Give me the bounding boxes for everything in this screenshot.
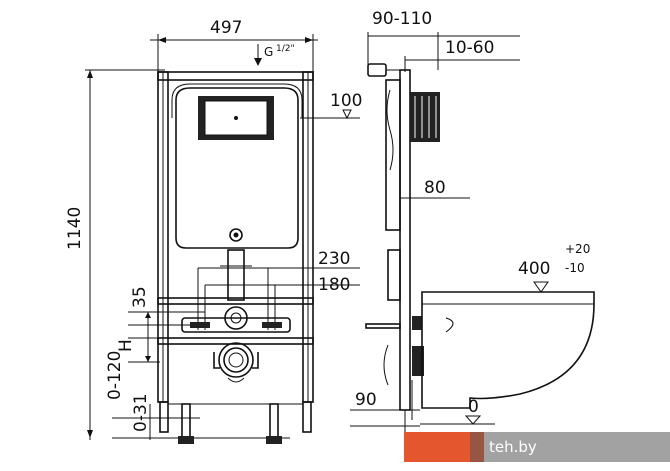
bowl-height-dimension: 400 (518, 259, 550, 279)
floor-offset-dimension: 90 (355, 390, 377, 410)
wall-depth-dimension: 10-60 (445, 38, 494, 58)
drain-spacing-outer-dimension: 230 (318, 249, 350, 269)
bowl-tolerance-minus: -10 (565, 261, 585, 275)
adjust-range-small-dimension: 0-31 (131, 393, 151, 432)
bracket-height-dimension: 35 (130, 286, 150, 308)
front-view: 497 G 1/2" 1140 100 (65, 18, 362, 444)
floor-level-label: 0 (468, 397, 479, 417)
side-view: 90-110 10-60 80 400 +20 -10 (350, 9, 595, 432)
frame-depth-dimension: 80 (424, 178, 446, 198)
drain-spacing-inner-dimension: 180 (318, 275, 350, 295)
total-depth-dimension: 90-110 (372, 9, 432, 29)
height-dimension: 1140 (65, 207, 85, 250)
water-inlet-fraction: 1/2" (276, 44, 295, 54)
width-dimension: 497 (210, 18, 242, 38)
watermark: teh.by (404, 432, 670, 462)
h-label: H (116, 339, 136, 352)
button-height-dimension: 100 (330, 91, 362, 111)
adjust-range-dimension: 0-120 (105, 351, 125, 400)
watermark-text: teh.by (489, 438, 537, 456)
bowl-tolerance-plus: +20 (565, 242, 590, 256)
water-inlet-label: G (264, 45, 273, 59)
